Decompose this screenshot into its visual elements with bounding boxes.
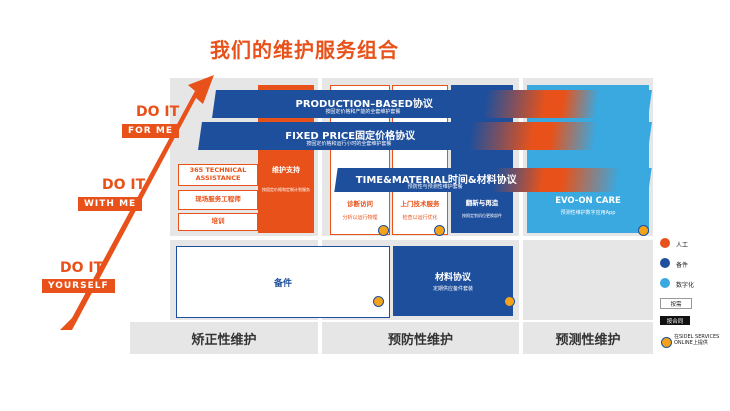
- refurb-label: 翻新与再造: [465, 199, 499, 207]
- contract-production-sub: 按固定价格和产能的全套维护套餐: [325, 109, 401, 115]
- column-corrective: 矫正性维护: [130, 322, 318, 354]
- column-preventive: 预防性维护: [322, 322, 519, 354]
- online-pin-icon: [638, 225, 649, 236]
- material-agreement-box[interactable]: 材料协议 定期供应备件套装: [393, 246, 513, 316]
- legend-on-demand: 按需: [660, 298, 692, 309]
- online-pin-icon: [504, 296, 515, 307]
- legend-contract: 按合同: [660, 316, 690, 325]
- evo-on-care-sub: 预测性维护数字应用App: [560, 210, 616, 216]
- spare-parts-label: 备件: [273, 278, 292, 289]
- contract-time-material[interactable]: TIME&MATERIAL时间&材料协议 预防性与预测性维护套餐: [334, 168, 652, 192]
- online-pin-icon: [378, 225, 389, 236]
- contract-fixed-sub: 按固定价格和运行小时的全套维护套餐: [306, 141, 392, 147]
- diagnosis-sub: 分析以运行物理: [342, 215, 378, 221]
- diagnosis-label: 诊断访问: [347, 200, 373, 208]
- item-training[interactable]: 培训: [178, 213, 258, 231]
- evo-on-care-title: EVO-ON CARE: [555, 196, 621, 206]
- legend-online-label: 在SIDEL SERVICES ONLINE上提供: [674, 334, 720, 346]
- contract-production-based[interactable]: PRODUCTION–BASED协议 按固定价格和产能的全套维护套餐: [212, 90, 652, 118]
- spare-parts-box[interactable]: 备件: [176, 246, 390, 318]
- legend-human-label: 人工: [676, 242, 689, 249]
- legend-online-icon: [661, 337, 672, 348]
- legend-parts-label: 备件: [676, 262, 689, 269]
- item-365-assistance[interactable]: 365 TECHNICAL ASSISTANCE: [178, 164, 258, 186]
- online-pin-icon: [434, 225, 445, 236]
- legend-parts-dot: [660, 258, 670, 268]
- legend-human-dot: [660, 238, 670, 248]
- page-title: 我们的维护服务组合: [210, 38, 399, 62]
- online-pin-icon: [373, 296, 384, 307]
- legend-digital-dot: [660, 278, 670, 288]
- refurb-sub: 按照定划机位更换部件: [462, 213, 502, 218]
- contract-fixed-price[interactable]: FIXED PRICE固定价格协议 按固定价格和运行小时的全套维护套餐: [198, 122, 652, 150]
- level-yourself-sub: YOURSELF: [42, 279, 115, 293]
- maintenance-support-title: 维护支持: [272, 166, 300, 174]
- level-yourself-main: DO IT: [60, 260, 104, 276]
- legend-digital-label: 数字化: [676, 282, 695, 289]
- level-with-me-sub: WITH ME: [78, 197, 143, 211]
- contract-tm-sub: 预防性与预测性维护套餐: [407, 184, 463, 190]
- material-agreement-sub: 定期供应备件套装: [432, 286, 473, 292]
- level-with-me-main: DO IT: [102, 177, 146, 193]
- maintenance-support-sub: 按固定价格和定制计划服务: [262, 187, 310, 192]
- level-for-me-sub: FOR ME: [122, 124, 179, 138]
- grid-predictive-lower: [523, 240, 653, 320]
- level-for-me-main: DO IT: [136, 104, 180, 120]
- material-agreement-title: 材料协议: [434, 273, 471, 283]
- item-field-engineer[interactable]: 现场服务工程师: [178, 190, 258, 210]
- column-predictive: 预测性维护: [523, 322, 653, 354]
- tech-service-label: 上门技术服务: [400, 200, 440, 208]
- tech-service-sub: 检查以运行优化: [402, 215, 438, 221]
